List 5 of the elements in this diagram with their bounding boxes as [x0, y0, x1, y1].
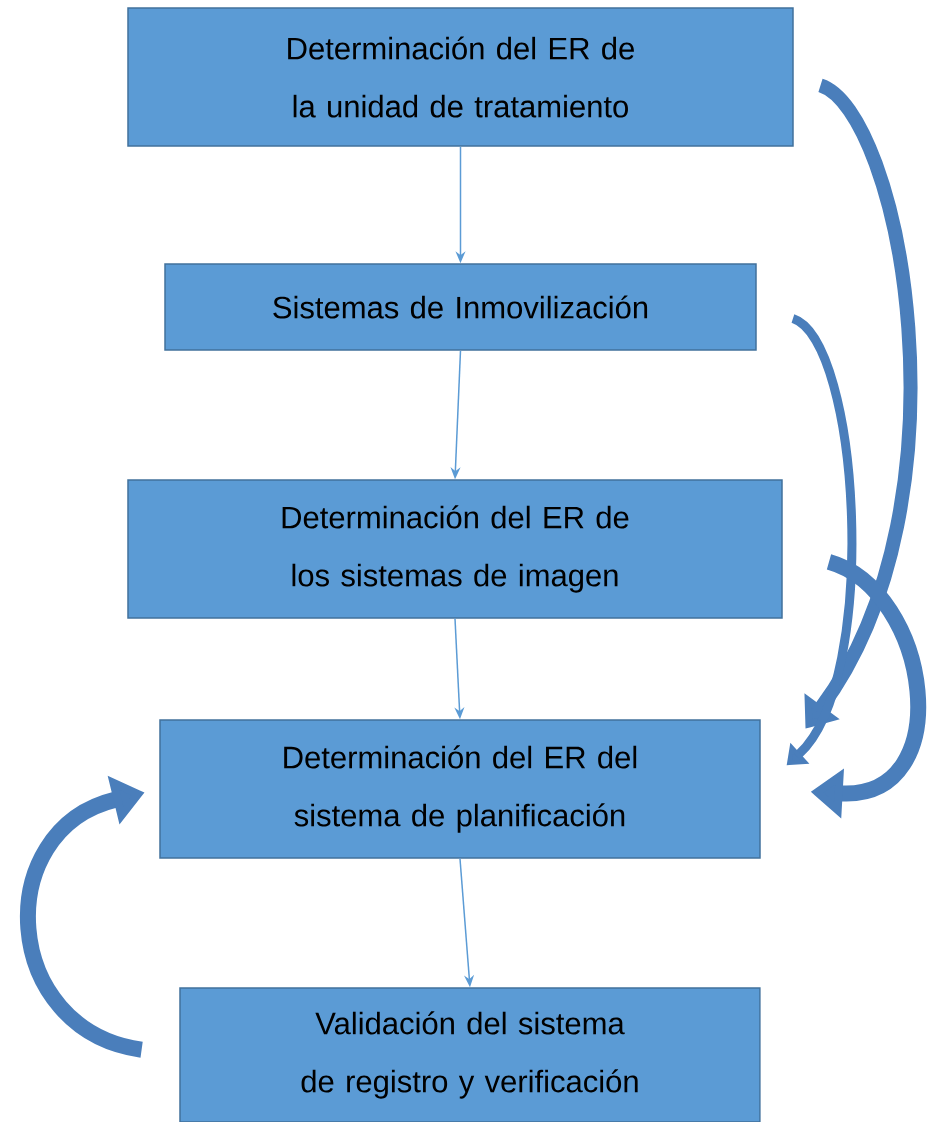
process-box: Determinación del ER de la unidad de tratamiento	[127, 7, 794, 147]
process-box: Sistemas de Inmovilización	[164, 263, 757, 351]
process-box: Validación del sistema de registro y verificación	[179, 987, 761, 1122]
process-box: Determinación del ER de los sistemas de imagen	[127, 479, 783, 619]
process-box: Determinación del ER del sistema de planificación	[159, 719, 761, 859]
